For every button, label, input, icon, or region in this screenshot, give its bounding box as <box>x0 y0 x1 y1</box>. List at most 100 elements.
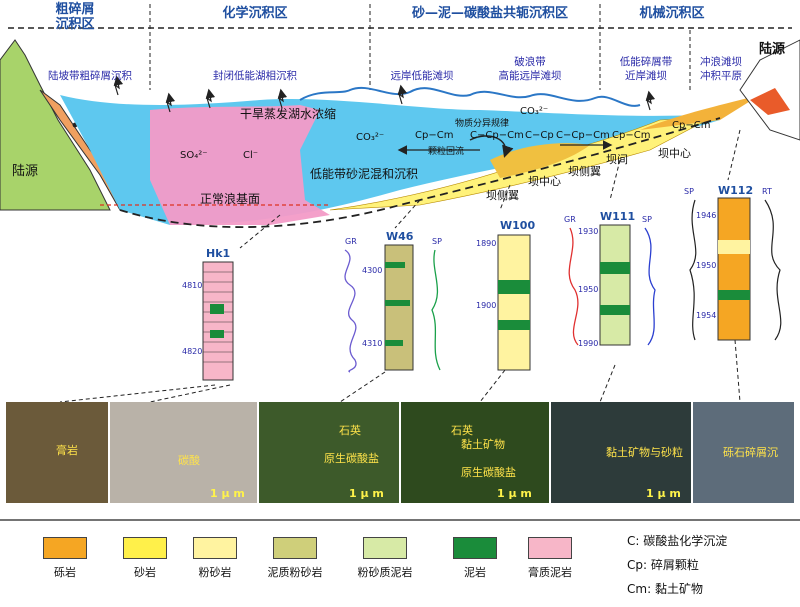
zone-title-mechanical: 机械沉积区 <box>639 6 705 21</box>
photo-gravel-label: 砾石碎屑沉 <box>723 446 778 459</box>
photo-quartz: 石英 原生碳酸盐 1 μ m <box>259 402 399 503</box>
label-concentration: 干旱蒸发湖水浓缩 <box>240 107 337 121</box>
zone-title-mixed: 砂—泥—碳酸盐共轭沉积区 <box>411 6 568 21</box>
photo-clay-label3: 原生碳酸盐 <box>461 466 516 479</box>
photo-quartz-label: 石英 <box>339 424 361 437</box>
note-cp: Cp: 碎屑颗粒 <box>627 556 699 573</box>
well-w111-name: W111 <box>600 210 636 223</box>
legend-conglomerate: 砾岩 <box>30 537 100 580</box>
subzone-breaker-line1: 破浪带 <box>514 56 546 68</box>
label-bar-center-1: 坝中心 <box>528 175 561 188</box>
photo-clay-sand-scale: 1 μ m <box>646 487 681 500</box>
zone-title-chemical: 化学沉积区 <box>222 6 288 21</box>
legend-gypsum-mudstone: 膏质泥岩 <box>515 537 585 580</box>
well-w46-log-left: GR <box>345 237 357 246</box>
legend-swatch-sandstone <box>123 537 167 559</box>
note-cp-code: Cp: <box>627 558 648 572</box>
label-flow-5: Cp−Cm <box>612 130 651 141</box>
zone-title-clastic: 粗碎屑 沉积区 <box>25 2 125 32</box>
legend-label-muddy-siltstone: 泥质粉砂岩 <box>267 566 323 579</box>
well-hk1-depth-1: 4810 <box>182 281 203 290</box>
subzone-slope-clastic: 陆坡带粗碎屑沉积 <box>48 70 132 82</box>
subzone-wash-line1: 冲浪滩坝 <box>700 56 742 68</box>
subzone-breaker-line2: 高能远岸滩坝 <box>498 70 562 82</box>
note-c-code: C: <box>627 534 640 548</box>
photo-gypsum-label: 膏岩 <box>56 444 78 457</box>
note-c: C: 碳酸盐化学沉淀 <box>627 532 727 549</box>
photo-carbonate-label: 碳酸 <box>178 454 200 467</box>
label-land-left: 陆源 <box>12 164 39 179</box>
photo-clay-label2: 黏土矿物 <box>461 438 505 451</box>
well-w112-name: W112 <box>718 184 754 197</box>
well-w112-depth-3: 1954 <box>696 311 717 320</box>
subzone-near-low-line1: 低能碎屑带 <box>619 56 673 68</box>
zone-title-clastic-line1: 粗碎屑 <box>55 2 95 17</box>
zone-title-land-right: 陆源 <box>758 42 785 57</box>
label-flow-2: C−Cp−Cm <box>470 130 524 141</box>
label-flow-6: Cp−Cm <box>672 120 711 131</box>
well-w46-depth-1: 4300 <box>362 266 383 275</box>
label-so4: SO₄²⁻ <box>180 150 208 161</box>
well-w111-depth-1: 1930 <box>578 227 599 236</box>
photo-clay-sand: 黏土矿物与砂粒 1 μ m <box>551 402 691 503</box>
photo-quartz-label2: 原生碳酸盐 <box>324 452 379 465</box>
legend-swatch-silty-mudstone <box>363 537 407 559</box>
note-cm-text: 黏土矿物 <box>654 582 703 596</box>
well-hk1-depth-2: 4820 <box>182 347 203 356</box>
legend-swatch-gypsum-mudstone <box>528 537 572 559</box>
well-w46-log-right: SP <box>432 237 442 246</box>
legend-mudstone: 泥岩 <box>440 537 510 580</box>
label-cl: Cl⁻ <box>243 150 259 161</box>
photo-clay-scale: 1 μ m <box>497 487 532 500</box>
well-w100-name: W100 <box>500 219 536 232</box>
legend-swatch-conglomerate <box>43 537 87 559</box>
label-co3-left: CO₃²⁻ <box>356 132 385 143</box>
well-w111-depth-2: 1950 <box>578 285 599 294</box>
well-w46-depth-2: 4310 <box>362 339 383 348</box>
label-co3-right: CO₃²⁻ <box>520 106 549 117</box>
well-w112-log-left: SP <box>684 187 694 196</box>
photo-carbonate: 碳酸 1 μ m <box>110 402 257 503</box>
well-w111-log-left: GR <box>564 215 576 224</box>
legend-muddy-siltstone: 泥质粉砂岩 <box>255 537 335 580</box>
legend-label-siltstone: 粉砂岩 <box>198 566 232 579</box>
label-wave-base: 正常浪基面 <box>200 192 261 206</box>
photo-gravel: 砾石碎屑沉 <box>693 402 794 503</box>
well-w112-depth-2: 1950 <box>696 261 717 270</box>
legend-silty-mudstone: 粉砂质泥岩 <box>345 537 425 580</box>
legend-label-silty-mudstone: 粉砂质泥岩 <box>357 566 413 579</box>
well-w100-depth-2: 1900 <box>476 301 497 310</box>
label-flow-1: Cp−Cm <box>415 130 454 141</box>
legend-label-gypsum-mudstone: 膏质泥岩 <box>528 566 572 579</box>
legend-swatch-muddy-siltstone <box>273 537 317 559</box>
subzone-wash-line2: 冲积平原 <box>700 70 742 82</box>
well-w46-name: W46 <box>386 230 414 243</box>
well-w112-log-right: RT <box>762 187 772 196</box>
note-cm: Cm: 黏土矿物 <box>627 580 703 597</box>
well-w111-depth-3: 1990 <box>578 339 599 348</box>
photo-quartz-scale: 1 μ m <box>349 487 384 500</box>
well-w100-depth-1: 1890 <box>476 239 497 248</box>
legend-sandstone: 砂岩 <box>110 537 180 580</box>
note-c-text: 碳酸盐化学沉淀 <box>643 534 728 548</box>
well-hk1-name: Hk1 <box>206 247 231 260</box>
label-particles-return: 颗粒回流 <box>428 147 465 157</box>
subzone-near-low-line2: 近岸滩坝 <box>625 70 667 82</box>
zone-title-clastic-line2: 沉积区 <box>55 17 95 32</box>
well-w112-depth-1: 1946 <box>696 211 717 220</box>
subzone-closed-lake: 封闭低能湖相沉积 <box>213 70 297 82</box>
photo-gypsum: 膏岩 <box>6 402 108 503</box>
legend-siltstone: 粉砂岩 <box>180 537 250 580</box>
note-cm-code: Cm: <box>627 582 652 596</box>
label-flow-4: C−Cp−Cm <box>556 130 610 141</box>
legend-label-mudstone: 泥岩 <box>464 566 486 579</box>
photo-clay: 石英 黏土矿物 原生碳酸盐 1 μ m <box>401 402 549 503</box>
label-low-energy: 低能带砂泥混和沉积 <box>310 167 419 181</box>
note-cp-text: 碎屑颗粒 <box>650 558 699 572</box>
well-w111-log-right: SP <box>642 215 652 224</box>
photo-carbonate-scale: 1 μ m <box>210 487 245 500</box>
label-flow-3: C−Cp <box>525 130 554 141</box>
legend-swatch-siltstone <box>193 537 237 559</box>
label-differentiation: 物质分异规律 <box>455 119 510 129</box>
